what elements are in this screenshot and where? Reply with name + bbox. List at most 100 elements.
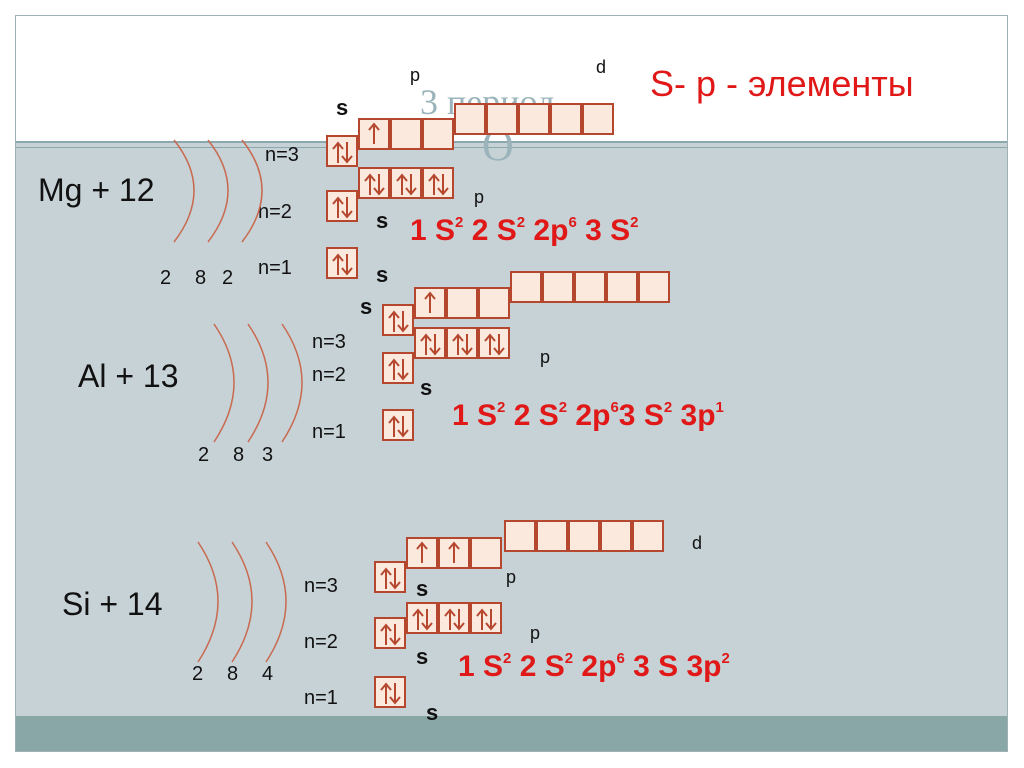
orbital-s-label: s [376,208,389,233]
shell-count-3: 4 [262,663,274,685]
orbital-d-label: d [596,57,607,77]
orbital-p-label: p [540,347,551,367]
d-orbital-cell [582,103,614,135]
electron-pair-arrow-icon [380,623,401,646]
electron-pair-arrow-icon [388,358,409,381]
orbital-d-label: d [692,533,703,553]
shell-count-3: 2 [222,267,234,289]
s-orbital-cell [382,352,414,384]
shell-arc [207,139,229,243]
p-orbital-cell [406,602,438,634]
p-orbital-cell [478,287,510,319]
divider-line [16,141,1008,143]
shell-arc [231,541,253,663]
shell-count-3: 3 [262,444,274,466]
p-orbital-cell [438,537,470,569]
orbital-p-label: p [410,65,421,85]
electron-pair-arrow-icon [444,608,465,631]
p-orbital-cell [358,167,390,199]
d-orbital-cell [454,103,486,135]
electron-up-arrow-icon [424,291,436,313]
orbital-s-label: s [360,294,373,319]
level-n3: n=3 [304,575,338,597]
electron-up-arrow-icon [368,122,380,144]
p-orbital-cell [414,287,446,319]
shell-arc [281,323,303,443]
s-orbital-cell [382,304,414,336]
orbital-p-label: p [506,567,517,587]
shell-count-2: 8 [227,663,239,685]
divider-line-thin [16,147,1008,148]
electron-pair-arrow-icon [380,682,401,705]
d-orbital-cell [606,271,638,303]
electron-up-arrow-icon [416,541,428,563]
s-orbital-cell [326,135,358,167]
s-orbital-cell [326,190,358,222]
electron-formula-mg: 1 S2 2 S2 2p6 3 S2 [410,214,639,247]
shell-count-2: 8 [195,267,207,289]
shell-arc [247,323,269,443]
orbital-s-label: s [336,95,349,120]
d-orbital-cell [638,271,670,303]
p-orbital-cell [470,537,502,569]
electron-pair-arrow-icon [388,415,409,438]
p-orbital-cell [422,167,454,199]
electron-pair-arrow-icon [396,173,417,196]
p-orbital-cell [390,167,422,199]
d-orbital-cell [600,520,632,552]
electron-pair-arrow-icon [476,608,497,631]
shell-count-1: 2 [192,663,204,685]
electron-formula-si: 1 S2 2 S2 2p6 3 S 3p2 [458,650,730,683]
d-orbital-cell [542,271,574,303]
s-orbital-cell [326,247,358,279]
level-n1: n=1 [258,257,292,279]
electron-pair-arrow-icon [452,333,473,356]
level-n1: n=1 [304,687,338,709]
footer-band [16,716,1008,752]
shell-count-1: 2 [160,267,172,289]
level-n3: n=3 [265,144,299,166]
shell-count-2: 8 [233,444,245,466]
orbital-s-label: s [416,576,429,601]
electron-pair-arrow-icon [412,608,433,631]
electron-pair-arrow-icon [484,333,505,356]
electron-pair-arrow-icon [388,310,409,333]
d-orbital-cell [518,103,550,135]
electron-pair-arrow-icon [380,567,401,590]
electron-up-arrow-icon [448,541,460,563]
level-n2: n=2 [304,631,338,653]
level-n2: n=2 [258,201,292,223]
electron-shell-arcs [197,541,287,663]
d-orbital-cell [632,520,664,552]
p-orbital-cell [478,327,510,359]
orbital-s-label: s [426,700,439,725]
p-orbital-cell [446,327,478,359]
orbital-s-label: s [416,644,429,669]
element-label-si: Si + 14 [62,586,163,622]
shell-count-1: 2 [198,444,210,466]
shell-arc [265,541,287,663]
shell-arc [197,541,219,663]
shell-arc [241,139,263,243]
orbital-s-label: s [420,375,433,400]
d-orbital-cell [510,271,542,303]
level-n3: n=3 [312,331,346,353]
p-orbital-cell [390,118,422,150]
p-orbital-cell [414,327,446,359]
p-orbital-cell [422,118,454,150]
d-orbital-cell [574,271,606,303]
electron-pair-arrow-icon [332,253,353,276]
heading: S- p - элементы [650,63,914,104]
s-orbital-cell [374,561,406,593]
p-orbital-cell [470,602,502,634]
electron-pair-arrow-icon [428,173,449,196]
shell-arc [173,139,195,243]
level-n1: n=1 [312,421,346,443]
s-orbital-cell [382,409,414,441]
orbital-p-label: p [474,187,485,207]
element-label-mg: Mg + 12 [38,172,155,208]
s-orbital-cell [374,676,406,708]
p-orbital-cell [438,602,470,634]
s-orbital-cell [374,617,406,649]
electron-pair-arrow-icon [332,141,353,164]
